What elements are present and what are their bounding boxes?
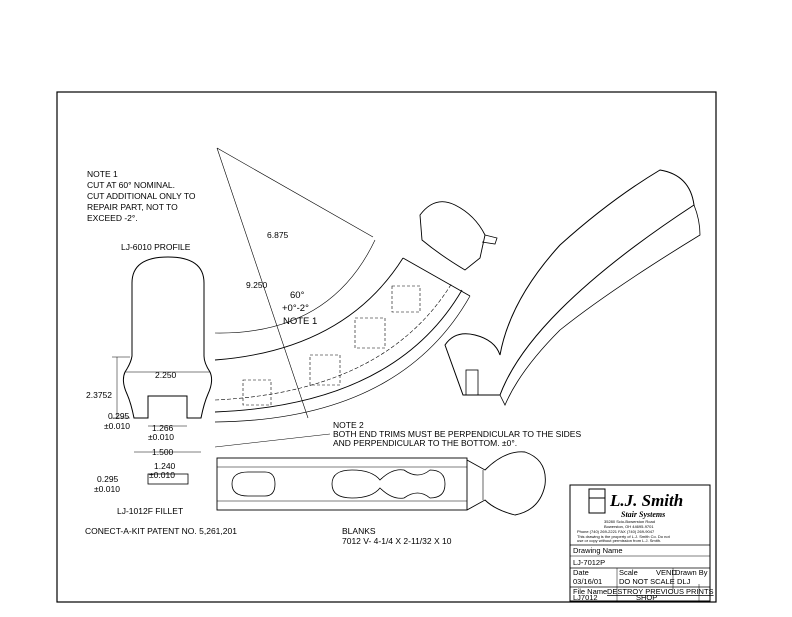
- dim-groove-top: 1.266: [152, 423, 174, 433]
- angle-arc: [214, 239, 376, 334]
- blanks-title: BLANKS: [342, 526, 376, 536]
- handrail-profile-shape: [122, 256, 213, 419]
- drawn-by-value: DLJ: [677, 577, 691, 586]
- pocket-3: [354, 317, 386, 349]
- dim-height: 2.3752: [86, 390, 112, 400]
- company-subtitle: Stair Systems: [621, 510, 665, 519]
- note-2: NOTE 2 BOTH END TRIMS MUST BE PERPENDICU…: [214, 420, 581, 448]
- scale-label: Scale: [619, 568, 638, 577]
- bottom-rail-body: [216, 457, 468, 511]
- bottom-slot-right: [331, 469, 446, 499]
- fillet-title: LJ-1012F FILLET: [117, 506, 183, 516]
- bottom-end-profile: [466, 451, 546, 516]
- angle-note: NOTE 1: [283, 316, 317, 327]
- radius-line-outer: [216, 147, 309, 419]
- patent-text: CONECT-A-KIT PATENT NO. 5,261,201: [85, 526, 237, 536]
- logo-mark: [588, 488, 606, 514]
- file-name-value: LJ7012: [573, 593, 598, 602]
- legal-line-1: This drawing is the property of L.J. Smi…: [577, 534, 671, 539]
- rail-fillet-edge: [214, 295, 471, 423]
- end-cap-tab: [481, 234, 498, 245]
- note2-leader: [214, 433, 331, 448]
- sheet-border: [56, 91, 717, 603]
- rail-3d-body: [444, 169, 695, 396]
- rail-outer-edge: [214, 289, 463, 413]
- note1-line-2: CUT AT 60° NOMINAL.: [87, 180, 175, 190]
- blanks-spec: 7012 V- 4-1/4 X 2-11/32 X 10: [342, 536, 452, 546]
- profile-title: LJ-6010 PROFILE: [121, 242, 191, 252]
- angle-label: 60°: [290, 290, 305, 301]
- dim-fillet-height-tol: ±0.010: [94, 484, 120, 494]
- note1-line-3: CUT ADDITIONAL ONLY TO: [87, 191, 196, 201]
- rail-3d-fillet: [499, 204, 701, 406]
- dim-bottom-width: 1.500: [152, 447, 174, 457]
- company-logo: L.J. Smith Stair Systems: [588, 488, 683, 519]
- rail-3d-groove: [465, 369, 479, 396]
- rail-3d-view: [419, 169, 701, 406]
- address-line-2: Bowerston, OH 44695-9701: [604, 524, 654, 529]
- title-block-border: [569, 484, 711, 602]
- pocket-2: [309, 354, 341, 386]
- note-1: NOTE 1 CUT AT 60° NOMINAL. CUT ADDITIONA…: [87, 169, 196, 223]
- rail-hidden-line: [214, 282, 453, 401]
- bottom-view: [216, 451, 546, 516]
- company-name: L.J. Smith: [609, 491, 683, 510]
- dim-groove-top-tol: ±0.010: [148, 432, 174, 442]
- shop-label: SHOP: [636, 593, 657, 602]
- note1-line-4: REPAIR PART, NOT TO: [87, 202, 178, 212]
- phone-line: Phone (740) 269-2221 FAX (740) 269-9047: [577, 529, 655, 534]
- drawing-name-label: Drawing Name: [573, 546, 623, 555]
- address-line-1: 35280 Scio-Bowerston Road: [604, 519, 655, 524]
- drawn-by-label: Drawn By: [675, 568, 708, 577]
- bottom-slot-left: [231, 471, 276, 497]
- date-label: Date: [573, 568, 589, 577]
- pocket-1: [242, 379, 272, 406]
- dim-r-outer: 9.250: [246, 280, 268, 290]
- fillet-shape: [147, 473, 189, 485]
- note2-line-3: AND PERPENDICULAR TO THE BOTTOM. ±0°.: [333, 438, 517, 448]
- rail-inner-edge: [214, 257, 404, 361]
- vend-label: VEND: [656, 568, 677, 577]
- profile-view: LJ-6010 PROFILE 2.250 2.3752 0.295 ±0.01…: [86, 242, 213, 516]
- note1-line-5: EXCEED -2°.: [87, 213, 138, 223]
- dim-fillet-width-tol: ±0.010: [149, 470, 175, 480]
- note2-line-2: BOTH END TRIMS MUST BE PERPENDICULAR TO …: [333, 429, 581, 439]
- dim-r-inner: 6.875: [267, 230, 289, 240]
- rail-end-cut: [402, 257, 471, 297]
- dim-fillet-height: 0.295: [97, 474, 119, 484]
- dim-groove-depth-tol: ±0.010: [104, 421, 130, 431]
- drawing-name-value: LJ-7012P: [573, 558, 605, 567]
- radius-line-inner: [216, 147, 374, 238]
- file-name-label: File Name: [573, 587, 607, 596]
- pocket-4: [391, 285, 421, 313]
- destroy-prints: DESTROY PREVIOUS PRINTS: [607, 587, 714, 596]
- scale-value: DO NOT SCALE: [619, 577, 675, 586]
- dim-width: 2.250: [155, 370, 177, 380]
- dim-fillet-width: 1.240: [154, 461, 176, 471]
- dim-groove-depth: 0.295: [108, 411, 130, 421]
- end-cap-piece: [419, 201, 486, 271]
- arc-plan-view: 6.875 9.250 60° +0°-2° NOTE 1: [214, 147, 471, 423]
- date-value: 03/16/01: [573, 577, 602, 586]
- legal-line-2: use or copy without permission from L.J.…: [577, 538, 661, 543]
- title-block: L.J. Smith Stair Systems 35280 Scio-Bowe…: [569, 484, 714, 602]
- note1-line-1: NOTE 1: [87, 169, 118, 179]
- note2-line-1: NOTE 2: [333, 420, 364, 430]
- angle-tolerance: +0°-2°: [282, 303, 309, 314]
